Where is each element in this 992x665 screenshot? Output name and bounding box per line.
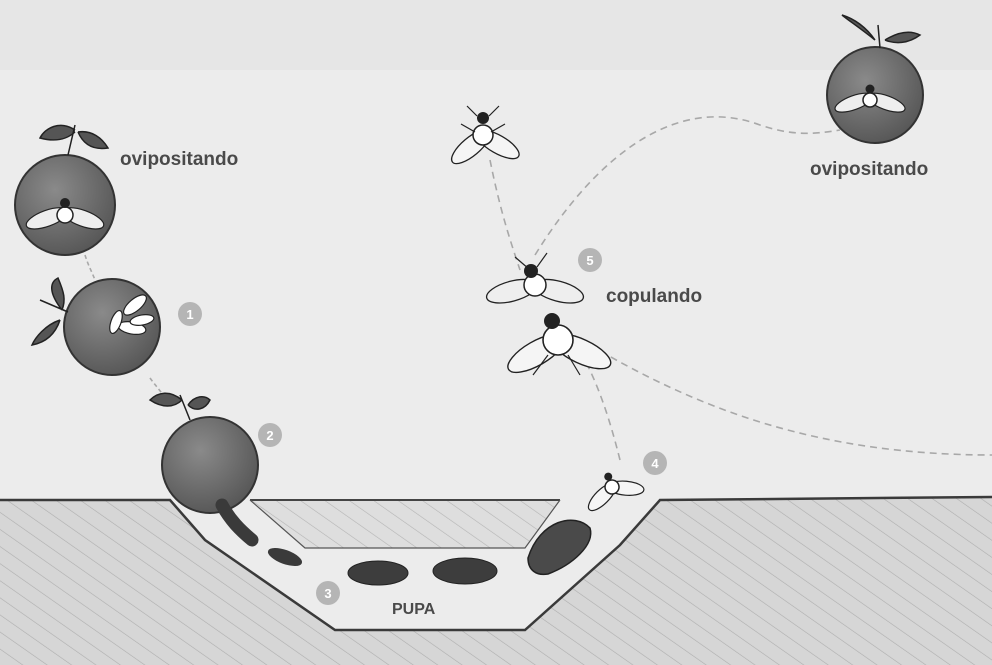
stage-badge-3: 3 bbox=[316, 581, 340, 605]
stage-badge-1: 1 bbox=[178, 302, 202, 326]
pupa-1 bbox=[348, 561, 408, 585]
pupa-2 bbox=[433, 558, 497, 584]
svg-text:2: 2 bbox=[266, 428, 273, 443]
stage-badge-2: 2 bbox=[258, 423, 282, 447]
svg-text:4: 4 bbox=[651, 456, 659, 471]
svg-text:5: 5 bbox=[586, 253, 593, 268]
stage-badge-4: 4 bbox=[643, 451, 667, 475]
label-ovipositando-right: ovipositando bbox=[810, 159, 928, 180]
label-copulando: copulando bbox=[606, 286, 702, 307]
label-pupa: PUPA bbox=[392, 601, 436, 618]
label-ovipositando-left: ovipositando bbox=[120, 149, 238, 170]
stage-badge-5: 5 bbox=[578, 248, 602, 272]
svg-text:1: 1 bbox=[186, 307, 193, 322]
svg-text:3: 3 bbox=[324, 586, 331, 601]
